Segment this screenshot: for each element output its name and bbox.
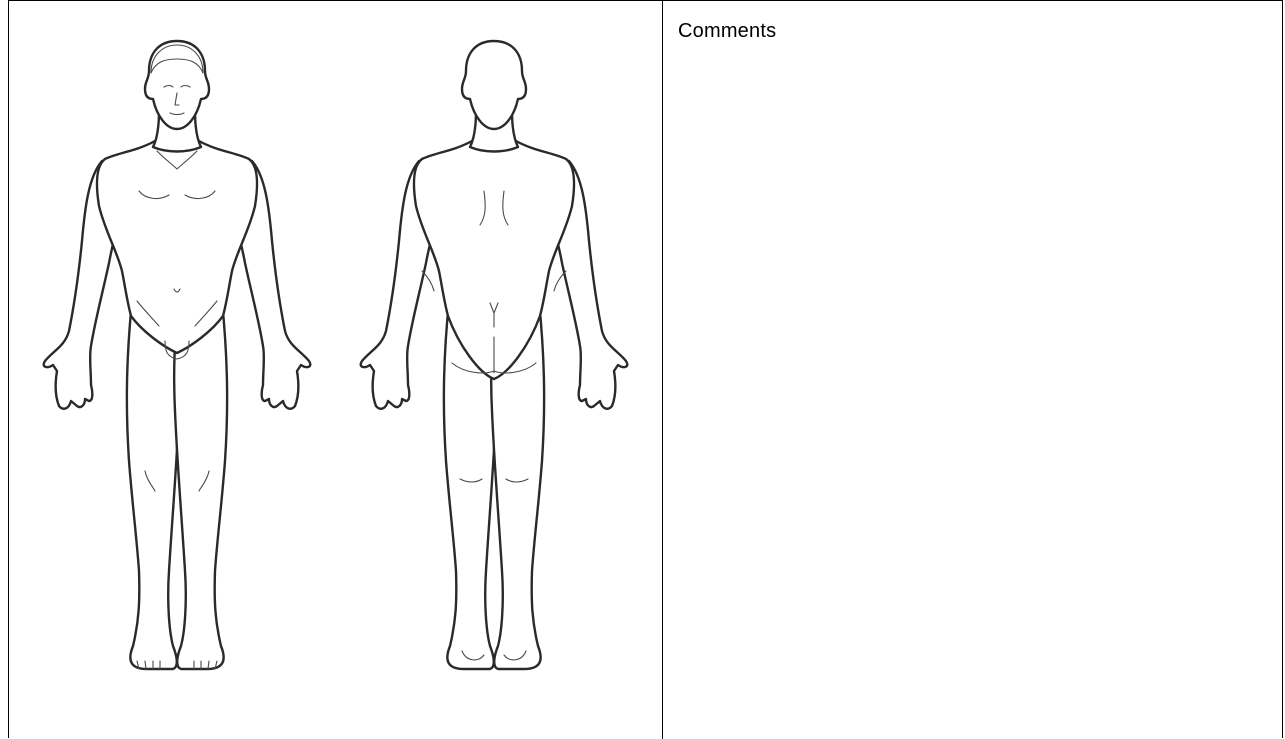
column-divider <box>662 1 663 739</box>
body-chart-table: Comments <box>8 0 1283 738</box>
body-diagram-cell <box>9 1 662 739</box>
comments-label: Comments <box>678 20 776 43</box>
back-body-figure <box>344 1 644 691</box>
comments-cell[interactable]: Comments <box>664 1 1282 739</box>
front-body-figure <box>27 1 327 691</box>
